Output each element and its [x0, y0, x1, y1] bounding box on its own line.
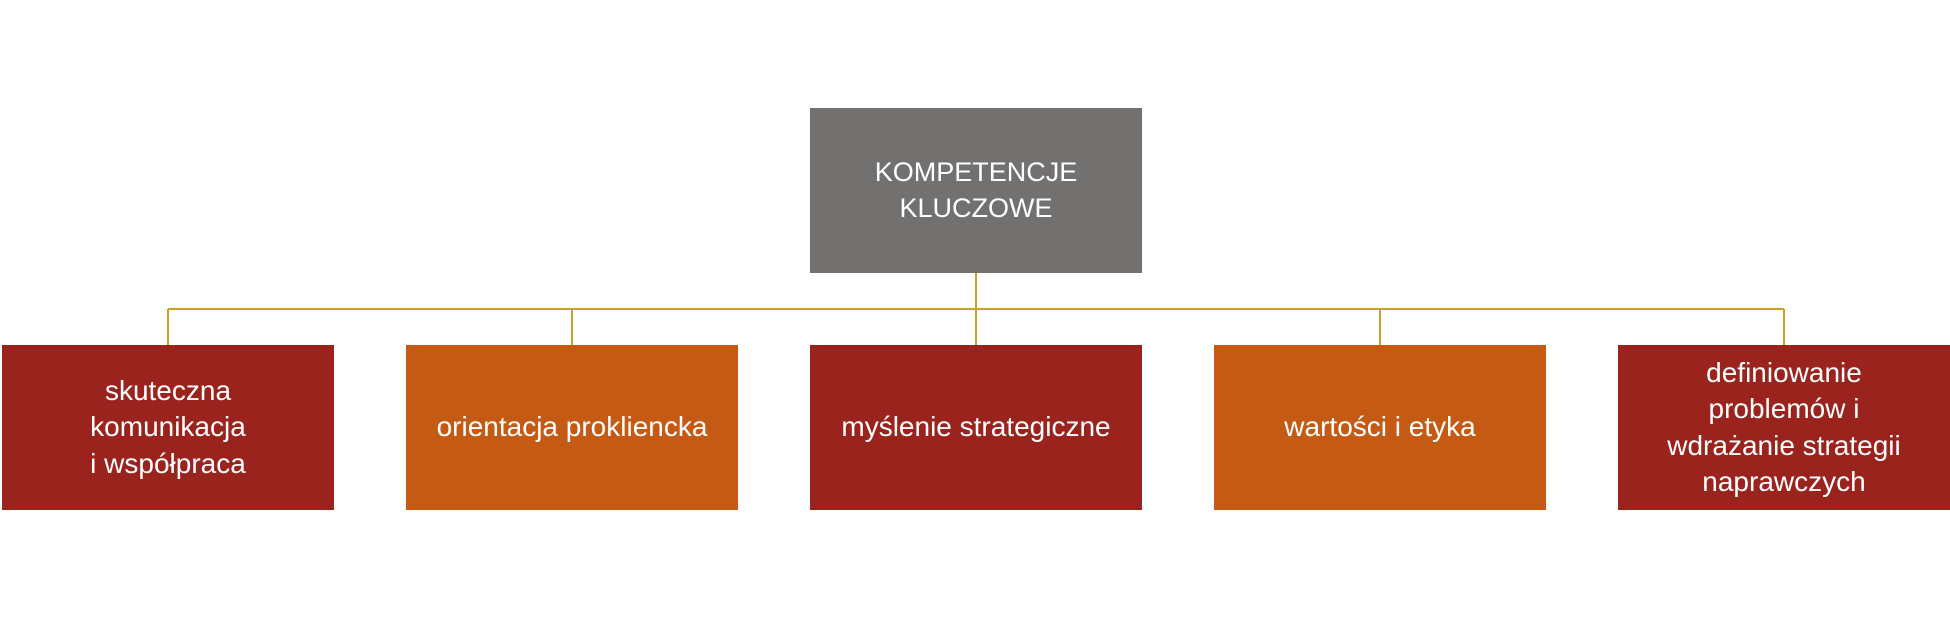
- child-node-values-ethics: wartości i etyka: [1214, 345, 1546, 510]
- child-node-problem-solving: definiowanie problemów i wdrażanie strat…: [1618, 345, 1950, 510]
- child-node-strategic-thinking: myślenie strategiczne: [810, 345, 1142, 510]
- root-node-label: KOMPETENCJE KLUCZOWE: [874, 157, 1078, 223]
- child-node-label: wartości i etyka: [1284, 411, 1476, 443]
- root-node: KOMPETENCJE KLUCZOWE: [810, 108, 1142, 273]
- child-node-label: myślenie strategiczne: [841, 411, 1111, 443]
- child-node-client-orientation: orientacja prokliencka: [406, 345, 738, 510]
- child-node-label: definiowanie problemów i wdrażanie strat…: [1667, 356, 1901, 497]
- child-node-label: skuteczna komunikacja i współpraca: [90, 374, 246, 479]
- child-node-label: orientacja prokliencka: [436, 411, 708, 443]
- child-node-communication: skuteczna komunikacja i współpraca: [2, 345, 334, 510]
